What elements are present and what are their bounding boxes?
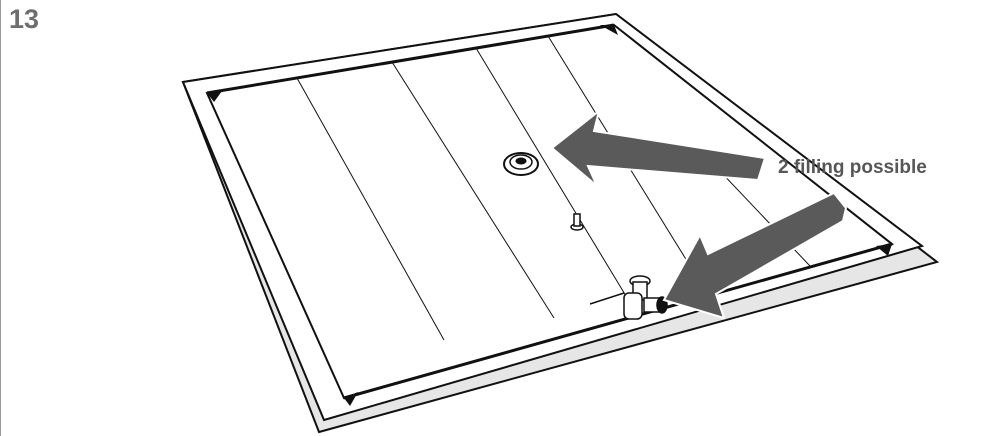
corner-tr [600,25,618,35]
step-number: 13 [9,4,40,34]
bolt-icon [570,213,584,231]
seam-lines [296,35,811,341]
arrow-icon-bottom [662,191,848,320]
corner-bl [344,392,358,406]
corner-tl [207,91,222,102]
arrow-icon-top [550,108,767,187]
corner-br [876,244,892,256]
filling-annotation: 2 filling possible [778,157,927,178]
drain-valve-icon [589,275,668,320]
filling-cap-icon [503,152,539,176]
